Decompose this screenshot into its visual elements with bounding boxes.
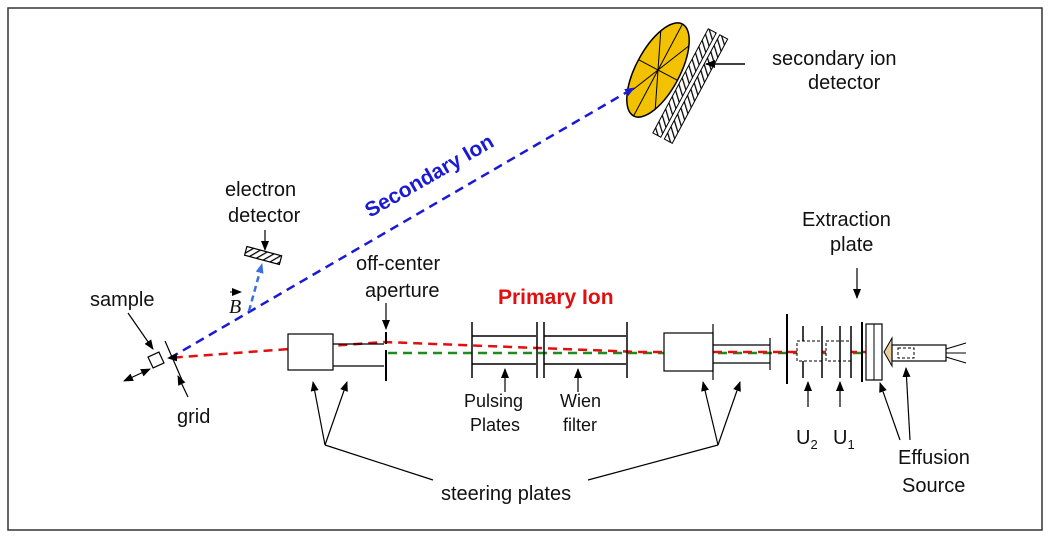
pulsing-label-2: Plates xyxy=(470,415,520,435)
sample xyxy=(147,340,183,381)
effusion-crucible xyxy=(897,347,915,359)
effusion-pointer-arrow-1 xyxy=(879,382,901,441)
sample-pointer-arrow xyxy=(127,312,154,350)
steering-arrow-2 xyxy=(324,381,348,446)
off-center-label-2: aperture xyxy=(365,280,440,302)
wien-label-2: filter xyxy=(563,415,597,435)
diagram-frame xyxy=(7,7,1043,531)
detector-hatched-plate xyxy=(652,28,717,138)
steering-arrow-4 xyxy=(717,381,741,446)
electron-detector xyxy=(243,245,283,266)
steering-plates-label: steering plates xyxy=(441,483,571,505)
steering-callout-line-1 xyxy=(324,444,434,481)
u2-label: U2 xyxy=(796,427,818,452)
extraction-label-1: Extraction xyxy=(802,209,891,231)
steering-arrow-3 xyxy=(701,381,719,446)
effusion-lead-1 xyxy=(945,342,967,350)
steering-plate-box-2 xyxy=(663,332,714,372)
secondary-detector-label-1: secondary ion xyxy=(772,48,897,70)
lens-u2-box xyxy=(796,340,823,362)
extraction-label-2: plate xyxy=(830,234,873,256)
off-center-label-1: off-center xyxy=(356,253,440,275)
primary-ion-label: Primary Ion xyxy=(498,286,614,309)
secondary-ion-detector xyxy=(626,22,729,144)
effusion-label-1: Effusion xyxy=(898,447,970,469)
effusion-label-2: Source xyxy=(902,475,965,497)
steering-arrow-1 xyxy=(310,381,326,446)
u1-label: U1 xyxy=(833,427,855,452)
sample-motion-arrow xyxy=(123,368,151,382)
lens-u1-box xyxy=(825,340,852,362)
grid-label: grid xyxy=(177,406,210,428)
effusion-pointer-arrow-2 xyxy=(902,367,911,441)
steering-callout-line-2 xyxy=(587,444,719,481)
effusion-nozzle xyxy=(883,336,893,368)
grid-pointer-arrow xyxy=(177,375,189,398)
sample-label: sample xyxy=(90,289,154,311)
b-field-label: B xyxy=(229,296,241,318)
primary-ion-beam xyxy=(167,340,872,362)
steering-plate-box-1 xyxy=(287,333,334,371)
electron-beam xyxy=(247,263,264,312)
secondary-detector-label-2: detector xyxy=(808,72,881,94)
electron-detector-label-2: detector xyxy=(228,205,301,227)
effusion-lead-3 xyxy=(945,356,967,364)
secondary-ion-label: Secondary Ion xyxy=(361,130,498,222)
pulsing-label-1: Pulsing xyxy=(464,391,523,411)
sample-holder-line xyxy=(164,340,183,381)
electron-detector-label-1: electron xyxy=(225,179,296,201)
wien-label-1: Wien xyxy=(560,391,601,411)
